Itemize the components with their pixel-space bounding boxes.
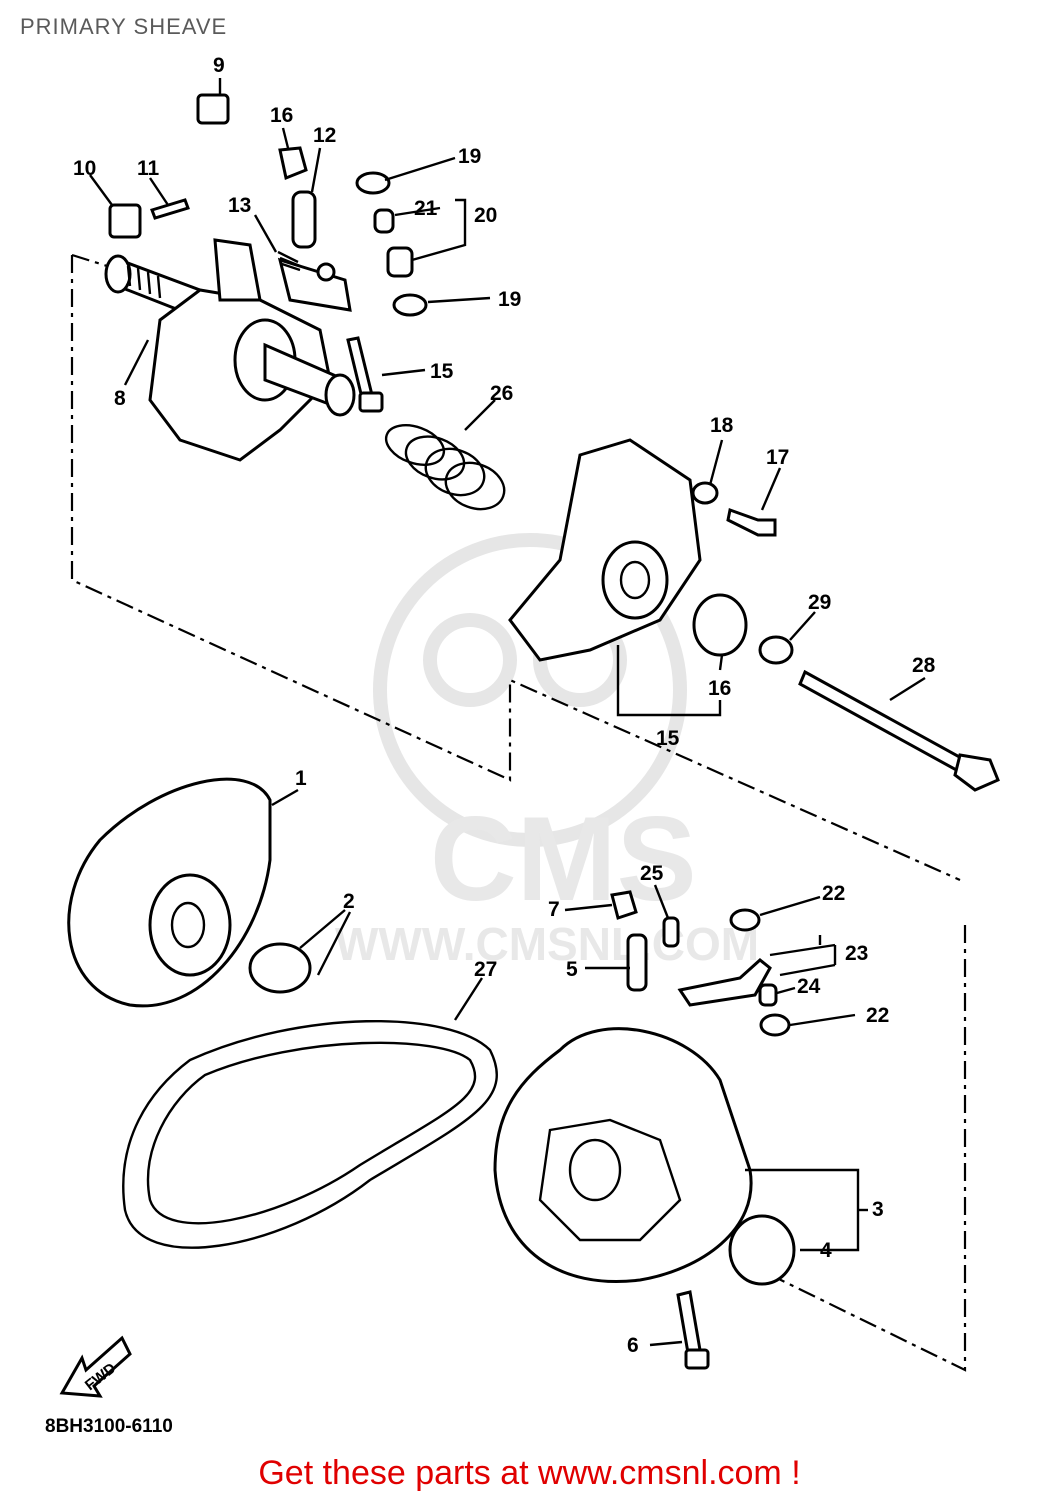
callout-19a: 19 (458, 145, 481, 168)
primary-shaft-part (104, 238, 356, 462)
pin-part-10 (150, 198, 190, 220)
callout-10: 11 (137, 157, 160, 180)
belt-inner-part-27 (146, 1041, 477, 1225)
collar-part-11 (291, 190, 317, 249)
footer-link[interactable]: Get these parts at www.cmsnl.com ! (258, 1454, 801, 1492)
callout-18: 18 (710, 414, 734, 437)
collar-part-2 (248, 942, 312, 994)
callout-14: 16 (270, 104, 293, 127)
spring-part-26 (384, 424, 506, 511)
pin-part-25 (662, 916, 680, 948)
callouts: 9 10 11 16 12 13 19 21 20 19 15 8 26 18 … (73, 54, 936, 1357)
callout-27: 27 (474, 958, 497, 981)
callout-21: 21 (414, 197, 438, 220)
slider-part-9-left (108, 203, 142, 239)
callout-11: 12 (313, 124, 336, 147)
assembly-outline-right (739, 925, 967, 1372)
spring-part-12 (277, 250, 301, 272)
callout-6: 6 (627, 1334, 639, 1357)
callout-17: 17 (766, 446, 789, 469)
callout-26: 26 (490, 382, 513, 405)
collar-part-5 (626, 933, 648, 992)
callout-2: 2 (343, 890, 355, 913)
callout-3: 3 (872, 1198, 884, 1221)
callout-13: 15 (430, 360, 454, 383)
washer-part-29 (758, 635, 794, 665)
bolt-part-17 (726, 508, 777, 537)
bolt-part-28 (798, 669, 967, 775)
callout-23: 23 (845, 942, 868, 965)
callout-24: 24 (797, 975, 821, 998)
nut-part-14 (278, 146, 308, 181)
washer-part-19-bottom (392, 293, 428, 317)
bolt-head-part-6 (684, 1348, 710, 1370)
leader-lines (89, 78, 926, 1347)
callout-4: 4 (820, 1239, 832, 1262)
page-title: PRIMARY SHEAVE (20, 14, 228, 39)
callout-9b: 10 (73, 157, 96, 180)
callout-19b: 19 (498, 288, 521, 311)
bolt-head-part-13 (358, 391, 384, 413)
diagram-code: 8BH3100-6110 (45, 1416, 173, 1437)
callout-20: 20 (474, 204, 497, 227)
assembly-outline-upper (70, 255, 961, 882)
callout-12: 13 (228, 194, 251, 217)
callout-1: 1 (295, 767, 307, 790)
bolt-head-part-28 (953, 753, 1000, 792)
bushing-part-21 (373, 208, 395, 234)
watermark-brand: CMS (430, 792, 697, 926)
bushing-part-16 (692, 593, 748, 657)
callout-28: 28 (912, 654, 936, 677)
callout-9a: 9 (213, 54, 225, 77)
cap-part-15 (508, 438, 702, 662)
callout-5: 5 (566, 958, 578, 981)
callout-15: 15 (656, 727, 680, 750)
bushing-part-4 (728, 1214, 796, 1286)
washer-part-19-top (355, 171, 391, 195)
callout-29: 29 (808, 591, 831, 614)
fwd-arrow-icon: FWD (59, 1335, 132, 1398)
bushing-part-20 (386, 246, 414, 278)
weight-part-23 (677, 958, 772, 1007)
callout-8: 8 (114, 387, 126, 410)
watermark-url: WWW.CMSNL.COM (335, 918, 759, 970)
movable-sheave-part-3 (493, 1027, 753, 1283)
callout-7: 7 (548, 898, 560, 921)
roller-part-24 (758, 983, 778, 1007)
slider-part-9-top (196, 93, 230, 125)
washer-part-22-bottom (759, 1013, 791, 1037)
callout-25: 25 (640, 862, 664, 885)
washer-part-22-top (729, 908, 761, 932)
bolt-part-6 (676, 1290, 702, 1355)
callout-22a: 22 (822, 882, 845, 905)
callout-16: 16 (708, 677, 731, 700)
nut-part-7 (610, 890, 638, 920)
fixed-sheave-part-1 (67, 777, 272, 1008)
callout-22b: 22 (866, 1004, 889, 1027)
washer-part-18 (691, 481, 719, 505)
belt-part-27 (122, 1019, 498, 1249)
watermark-logo: CMS WWW.CMSNL.COM (335, 533, 759, 970)
